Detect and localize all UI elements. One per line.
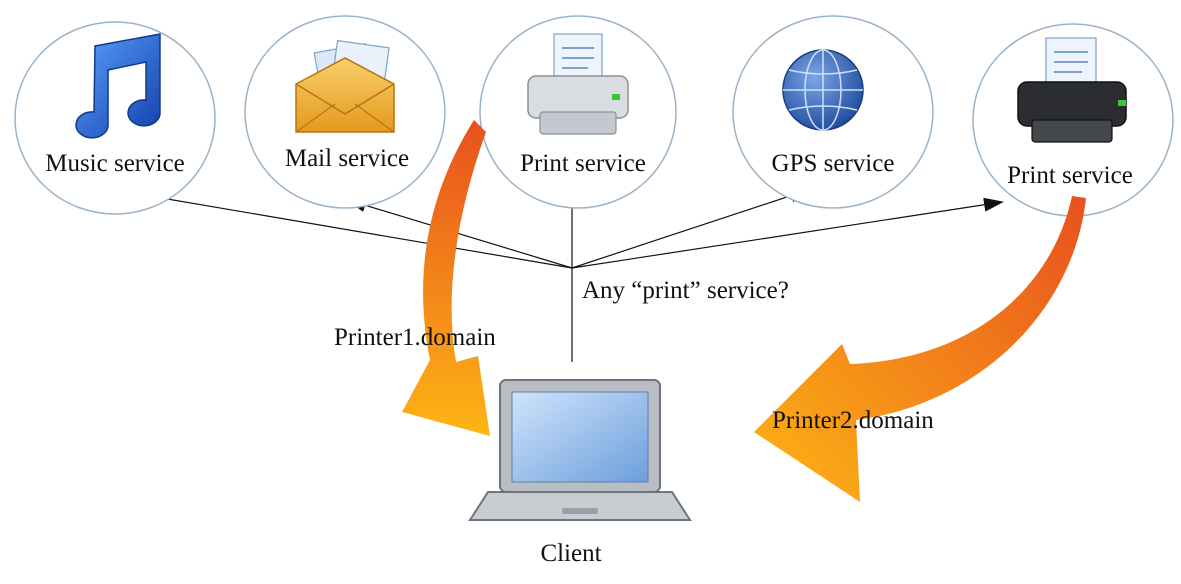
client-node: Client xyxy=(468,379,692,567)
response-label-printer2: Printer2.domain xyxy=(772,407,934,434)
service-label-music: Music service xyxy=(45,150,185,177)
query-label: Any “print” service? xyxy=(582,277,789,304)
response-arrow-printer2 xyxy=(754,196,1086,502)
service-node-print2: Print service xyxy=(972,23,1174,217)
printer-icon xyxy=(527,33,629,135)
client-label: Client xyxy=(540,540,601,567)
globe-icon xyxy=(782,49,864,131)
service-label-print1: Print service xyxy=(520,150,646,177)
query-arrow-music xyxy=(136,190,573,269)
music-note-icon xyxy=(75,33,161,139)
service-node-music: Music service xyxy=(14,21,216,215)
response-arrow-printer1 xyxy=(402,120,490,436)
printer-icon xyxy=(1017,37,1127,143)
laptop-icon xyxy=(468,379,692,521)
mail-envelope-icon xyxy=(295,39,395,133)
response-label-printer1: Printer1.domain xyxy=(334,324,496,351)
service-label-gps: GPS service xyxy=(772,150,895,177)
query-arrow-print2 xyxy=(571,197,1004,269)
query-arrow-gps xyxy=(571,189,810,269)
service-node-gps: GPS service xyxy=(732,15,934,209)
query-arrows xyxy=(136,188,1004,362)
query-arrow-mail xyxy=(346,198,573,269)
service-node-print1: Print service xyxy=(479,15,677,209)
service-label-print2: Print service xyxy=(1007,162,1133,189)
service-label-mail: Mail service xyxy=(285,145,409,172)
service-node-mail: Mail service xyxy=(244,15,446,209)
